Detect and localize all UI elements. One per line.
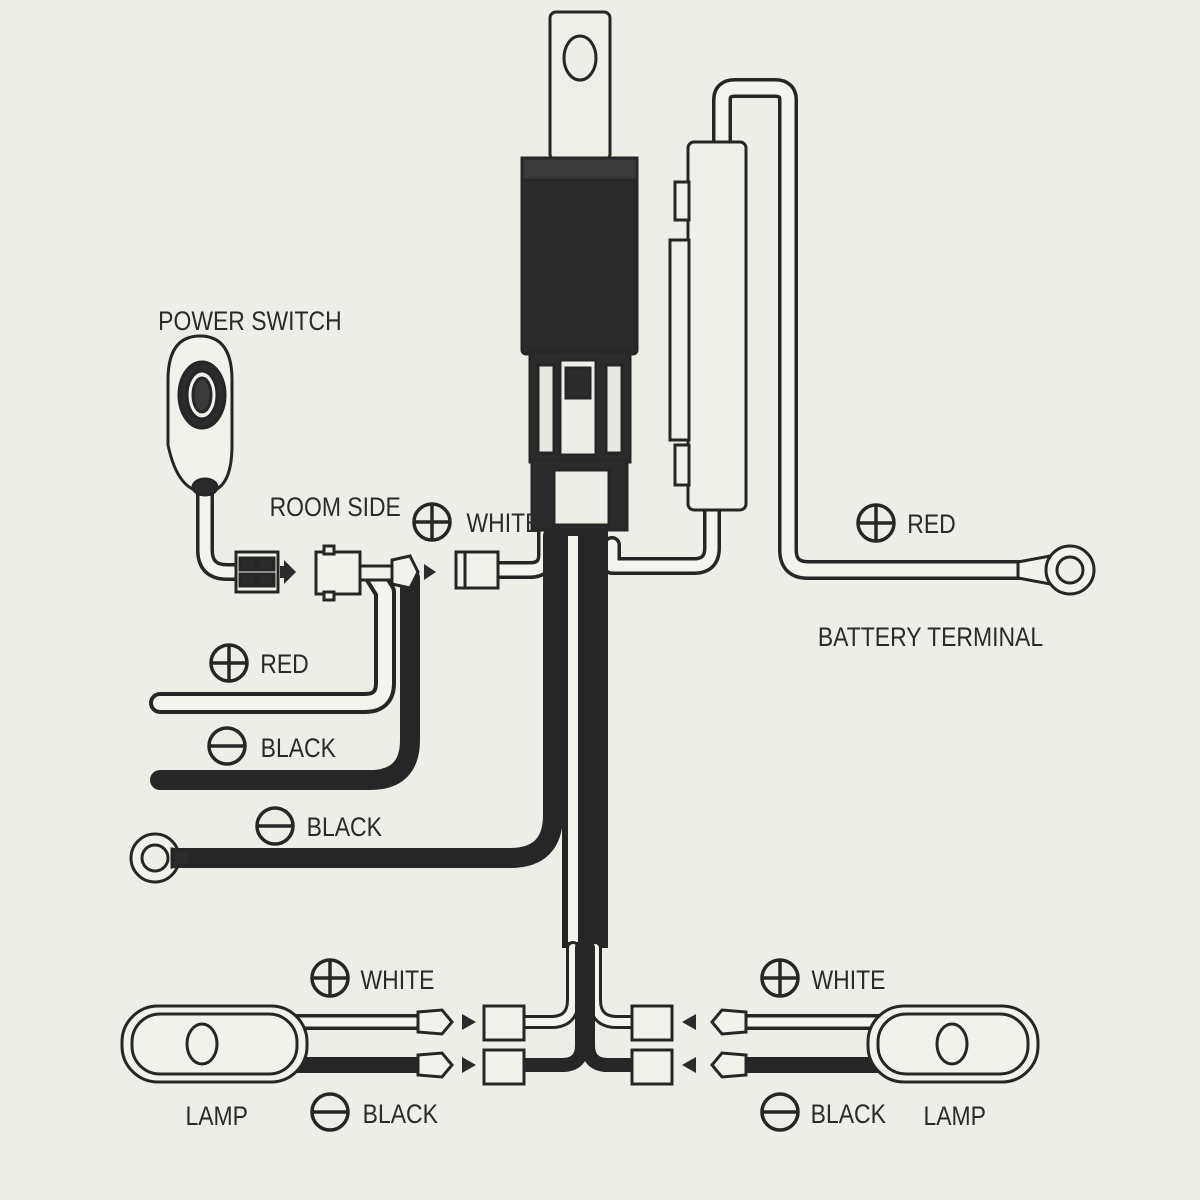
relay-mount-tab: [548, 10, 612, 162]
plus-icon-white-top: [412, 502, 452, 542]
label-room-side: ROOM SIDE: [270, 492, 401, 522]
white-wire-connector: [454, 550, 500, 590]
label-red-battery: RED: [907, 509, 955, 539]
battery-ring-terminal: [1016, 544, 1096, 596]
label-red-left: RED: [260, 649, 308, 679]
power-switch-cable: [196, 481, 249, 581]
label-black-left: BLACK: [261, 733, 336, 763]
minus-icon-black-left: [207, 726, 247, 766]
relay-mount-hole: [562, 34, 598, 82]
label-black-ground: BLACK: [307, 812, 382, 842]
left-lamp-icon: [120, 1004, 309, 1084]
right-lamp-icon: [866, 1004, 1040, 1084]
plus-icon-white-lamp-right: [760, 958, 800, 998]
relay-body: [520, 156, 639, 356]
battery-red-wire: [712, 78, 1040, 580]
label-power-switch: POWER SWITCH: [158, 306, 342, 336]
black-supply-wire: [150, 568, 420, 790]
plus-icon-red-left: [209, 643, 249, 683]
label-battery-terminal: BATTERY TERMINAL: [818, 622, 1043, 652]
label-lamp-left: LAMP: [186, 1101, 248, 1131]
wires: [149, 78, 1040, 1073]
fuse-holder: [668, 140, 748, 512]
plus-icon-white-lamp-left: [310, 958, 350, 998]
minus-icon-black-ground: [255, 806, 295, 846]
left-lamp-connectors: [416, 1004, 526, 1086]
right-lamp-wires: [737, 1014, 888, 1073]
label-white-top: WHITE: [467, 508, 541, 538]
label-black-lamp-right: BLACK: [811, 1099, 886, 1129]
plus-icon-red-battery: [856, 503, 896, 543]
minus-icon-black-lamp-right: [760, 1092, 800, 1132]
label-white-lamp-right: WHITE: [812, 965, 886, 995]
ground-ring-terminal: [129, 832, 192, 884]
left-lamp-wires: [287, 1014, 428, 1073]
switch-connector: [234, 544, 436, 602]
label-black-lamp-left: BLACK: [363, 1099, 438, 1129]
minus-icon-black-lamp-left: [310, 1092, 350, 1132]
label-white-lamp-left: WHITE: [361, 965, 435, 995]
power-switch-icon: [166, 334, 234, 497]
fuse-to-relay-wire: [603, 501, 721, 575]
red-supply-wire: [149, 565, 396, 714]
right-lamp-branch: [581, 941, 642, 1072]
ground-black-wire: [165, 526, 563, 868]
main-harness-trunk: [562, 530, 608, 948]
label-lamp-right: LAMP: [924, 1101, 986, 1131]
relay: [520, 10, 639, 532]
left-lamp-branch: [518, 941, 589, 1072]
labels: POWER SWITCH ROOM SIDE WHITE RED BATTERY…: [158, 306, 1043, 1131]
right-lamp-connectors: [630, 1004, 748, 1086]
polarity-symbols: [207, 502, 896, 1132]
